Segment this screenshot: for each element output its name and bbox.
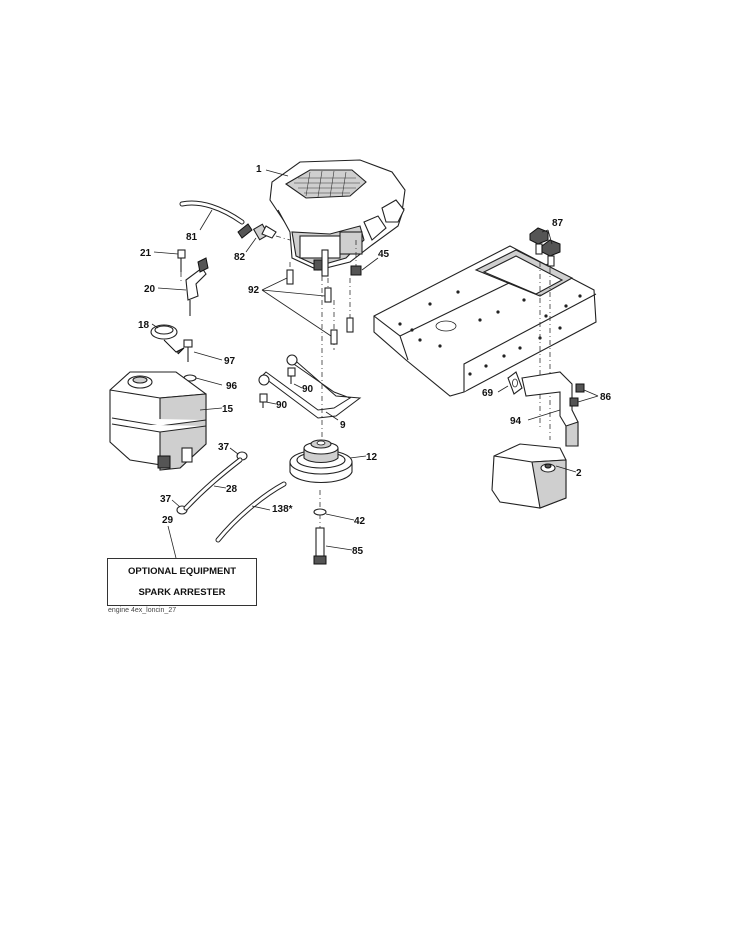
label-85: 85 — [352, 546, 364, 557]
label-1: 1 — [256, 164, 262, 175]
label-12: 12 — [366, 452, 378, 463]
label-29: 29 — [162, 515, 174, 526]
label-37-upper: 37 — [218, 442, 230, 453]
label-9: 9 — [340, 420, 346, 431]
muffler-drawing — [491, 443, 577, 509]
pulley-bolt-drawing — [313, 527, 353, 565]
label-21: 21 — [140, 248, 152, 259]
fuel-tank-drawing — [109, 371, 223, 471]
mount-knobs-drawing — [529, 227, 561, 267]
tank-bracket-drawing — [153, 249, 209, 316]
label-18: 18 — [138, 320, 150, 331]
label-94: 94 — [510, 416, 522, 427]
label-90-lower: 90 — [276, 400, 288, 411]
optional-equipment-title: OPTIONAL EQUIPMENT — [127, 566, 237, 577]
muffler-nuts-drawing — [569, 383, 599, 407]
label-96: 96 — [226, 381, 238, 392]
fuel-line-long-drawing — [215, 481, 287, 543]
label-92: 92 — [248, 285, 260, 296]
muffler-gasket-drawing — [497, 371, 523, 395]
label-45: 45 — [378, 249, 390, 260]
label-81: 81 — [186, 232, 198, 243]
exhaust-pipe-drawing — [521, 371, 579, 447]
pulley-washer-drawing — [313, 508, 355, 521]
mount-plate-drawing — [373, 245, 597, 440]
pulley-drawing — [289, 439, 367, 483]
spark-arrester-caption: SPARK ARRESTER — [138, 587, 226, 598]
label-97: 97 — [224, 356, 236, 367]
spark-arrester-leader — [167, 525, 177, 559]
label-28: 28 — [226, 484, 238, 495]
optional-equipment-box: OPTIONAL EQUIPMENT SPARK ARRESTER — [107, 558, 257, 606]
label-37-lower: 37 — [160, 494, 172, 505]
tank-cap-drawing — [150, 323, 185, 355]
fuel-hose-drawing — [179, 200, 245, 231]
label-90-upper: 90 — [302, 384, 314, 395]
engine-drawing — [265, 159, 406, 277]
fuel-filter-drawing — [237, 223, 291, 253]
label-2: 2 — [576, 468, 582, 479]
label-69: 69 — [482, 388, 494, 399]
belt-drawing — [261, 355, 362, 421]
label-20: 20 — [144, 284, 156, 295]
tank-screw-drawing — [183, 339, 223, 386]
label-15: 15 — [222, 404, 234, 415]
label-82: 82 — [234, 252, 246, 263]
fuel-line-short-drawing — [183, 457, 243, 511]
diagram-code: engine 4ex_loncin_27 — [108, 607, 177, 614]
label-87: 87 — [552, 218, 564, 229]
label-42: 42 — [354, 516, 366, 527]
engine-bolts-drawing — [261, 262, 354, 350]
label-138: 138* — [272, 504, 293, 515]
engine-nut-drawing — [350, 240, 379, 276]
label-86: 86 — [600, 392, 612, 403]
belt-guides-drawing — [258, 354, 303, 408]
